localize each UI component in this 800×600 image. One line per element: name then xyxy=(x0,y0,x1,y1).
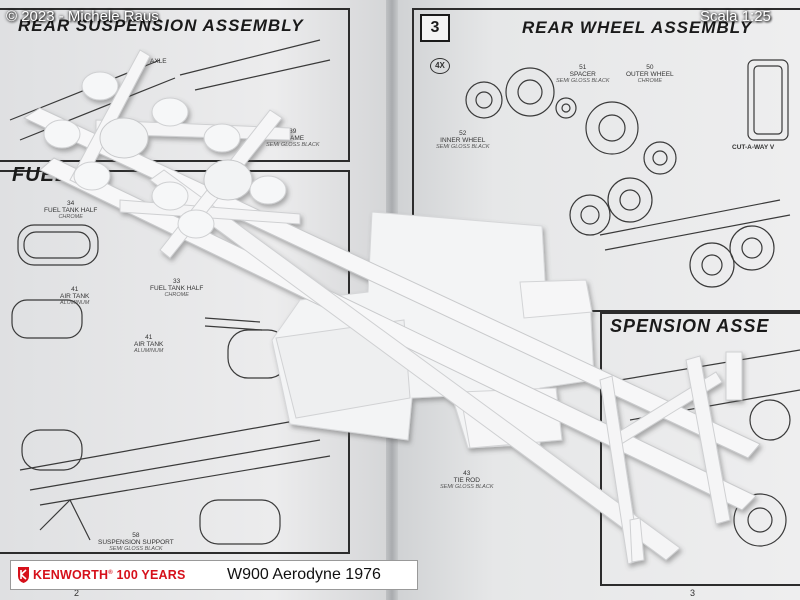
panel-frame xyxy=(0,8,350,162)
part-finish: CHROME xyxy=(58,214,83,220)
copyright-watermark: © 2023 - Michele Raus xyxy=(6,8,159,25)
part-number: 43 xyxy=(463,470,471,477)
part-label: 39 FRAME SEMI GLOSS BLACK xyxy=(266,128,320,149)
part-label: 34 FUEL TANK HALF CHROME xyxy=(44,200,97,221)
part-name: FUEL TANK HALF xyxy=(44,207,98,214)
part-finish: ALUMINUM xyxy=(60,300,90,306)
page-number-right: 3 xyxy=(690,588,696,598)
section-title-rear-suspension: REAR SUSPENSION ASSEMBLY xyxy=(18,16,304,35)
part-number: 58 xyxy=(132,532,140,539)
panel-frame xyxy=(600,312,800,586)
part-name: AIR TANK xyxy=(60,293,90,300)
part-name: INNER WHEEL xyxy=(440,137,486,144)
part-label: 33 FUEL TANK HALF CHROME xyxy=(150,278,203,299)
part-finish: CHROME xyxy=(637,78,663,84)
part-number: 50 xyxy=(646,64,654,71)
panel-frame xyxy=(412,8,800,312)
scale-label: Scala 1:25 xyxy=(700,8,771,25)
part-label: 43 TIE ROD SEMI GLOSS BLACK xyxy=(440,470,494,491)
caption-bar: KENWORTH® 100 YEARS W900 Aerodyne 1976 xyxy=(10,560,418,590)
part-name: AIR TANK xyxy=(134,341,164,348)
part-name: FRAME xyxy=(281,135,305,142)
part-number: 34 xyxy=(67,200,75,207)
part-label: 51 SPACER SEMI GLOSS BLACK xyxy=(556,64,610,85)
cutaway-label: CUT-A-WAY V xyxy=(732,144,775,151)
part-finish: SEMI GLOSS BLACK xyxy=(266,142,320,148)
part-number: 52 xyxy=(459,130,467,137)
part-finish: ALUMINUM xyxy=(134,348,164,354)
part-finish: CHROME xyxy=(164,292,189,298)
part-name: SPACER xyxy=(569,71,596,78)
part-finish: SEMI GLOSS BLACK xyxy=(109,546,163,552)
part-label: AXLE xyxy=(150,58,167,65)
part-number: 41 xyxy=(145,334,153,341)
part-name: FUEL TANK HALF xyxy=(150,285,204,292)
part-number: 39 xyxy=(289,128,297,135)
part-label: 41 AIR TANK ALUMINUM xyxy=(60,286,89,307)
part-number: 41 xyxy=(71,286,79,293)
step-number-box: 3 xyxy=(420,14,450,42)
section-title-rear-wheel: REAR WHEEL ASSEMBLY xyxy=(522,18,753,37)
part-name: TIE ROD xyxy=(453,477,480,484)
brand-logo-group: KENWORTH® 100 YEARS xyxy=(17,566,227,584)
part-name: SUSPENSION SUPPORT xyxy=(98,539,174,546)
part-label: 50 OUTER WHEEL CHROME xyxy=(626,64,674,85)
part-finish: SEMI GLOSS BLACK xyxy=(436,144,490,150)
section-title-suspension: SPENSION ASSE xyxy=(610,316,770,336)
kenworth-bug-icon xyxy=(18,567,29,583)
part-finish: SEMI GLOSS BLACK xyxy=(556,78,610,84)
part-label: 41 AIR TANK ALUMINUM xyxy=(134,334,163,355)
model-caption: W900 Aerodyne 1976 xyxy=(227,566,381,583)
part-label: 52 INNER WHEEL SEMI GLOSS BLACK xyxy=(436,130,490,151)
part-label: 58 SUSPENSION SUPPORT SEMI GLOSS BLACK xyxy=(98,532,174,553)
part-finish: SEMI GLOSS BLACK xyxy=(440,484,494,490)
multiplier-badge: 4X xyxy=(430,58,450,74)
brand-name: KENWORTH® 100 YEARS xyxy=(33,568,186,582)
part-number: 51 xyxy=(579,64,587,71)
page-number-left: 2 xyxy=(74,588,80,598)
part-number: 33 xyxy=(173,278,181,285)
part-name: OUTER WHEEL xyxy=(626,71,674,78)
